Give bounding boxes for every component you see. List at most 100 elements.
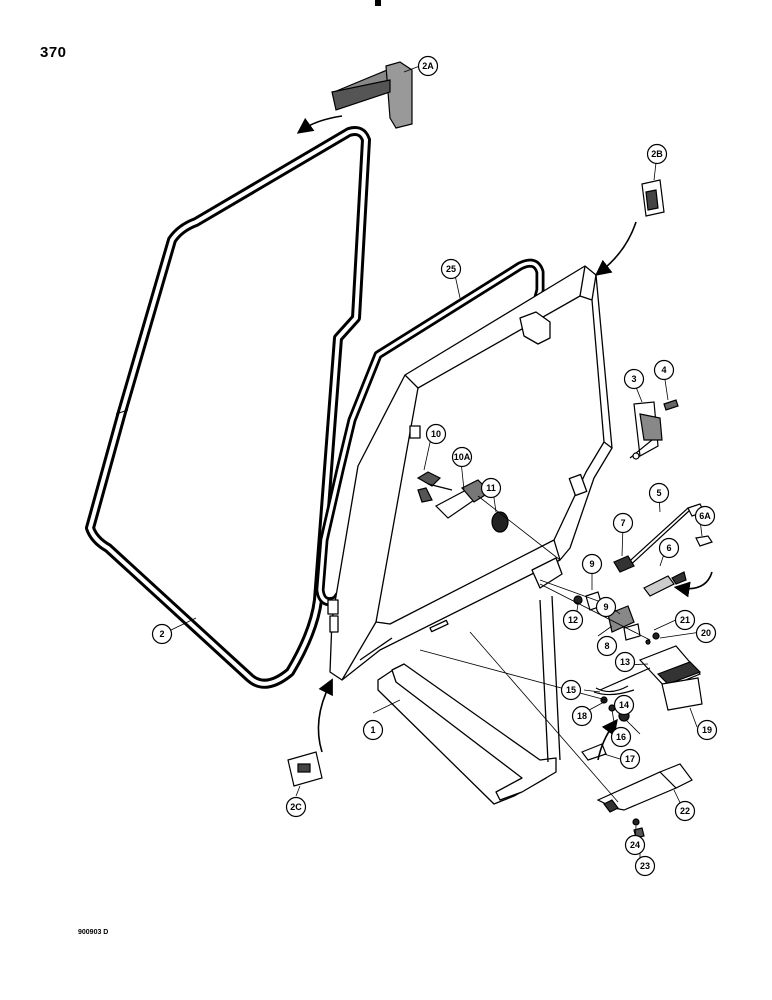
callout-19: 19 bbox=[696, 719, 718, 741]
callout-circle bbox=[596, 635, 618, 657]
callout-22: 22 bbox=[674, 800, 696, 822]
handle-plate-13 bbox=[595, 645, 703, 711]
callout-label: 13 bbox=[620, 657, 630, 667]
callout-23: 23 bbox=[634, 855, 656, 877]
callout-13: 13 bbox=[614, 651, 636, 673]
hinge-2b bbox=[641, 179, 665, 217]
callout-circle bbox=[694, 505, 716, 527]
callout-label: 1 bbox=[370, 725, 375, 735]
callout-circle bbox=[417, 55, 439, 77]
callout-circle bbox=[562, 609, 584, 631]
callout-label: 14 bbox=[619, 700, 629, 710]
page-number: 370 bbox=[40, 44, 67, 61]
callout-1: 1 bbox=[362, 719, 384, 741]
callout-6: 6 bbox=[658, 537, 680, 559]
callout-9: 9 bbox=[595, 596, 617, 618]
callout-circle bbox=[648, 482, 670, 504]
callout-circle bbox=[610, 726, 632, 748]
callout-circle bbox=[612, 512, 634, 534]
callout-8: 8 bbox=[596, 635, 618, 657]
catch-2c bbox=[287, 751, 323, 787]
callout-label: 2C bbox=[290, 802, 302, 812]
callout-label: 8 bbox=[604, 641, 609, 651]
callout-label: 24 bbox=[630, 840, 640, 850]
callout-circle bbox=[695, 622, 717, 644]
screw-4 bbox=[663, 399, 679, 411]
callout-circle bbox=[619, 748, 641, 770]
callout-label: 15 bbox=[566, 685, 576, 695]
callout-circle bbox=[658, 537, 680, 559]
callout-circle bbox=[425, 423, 447, 445]
callout-label: 10 bbox=[431, 429, 441, 439]
callout-2c: 2C bbox=[285, 796, 307, 818]
callout-circle bbox=[560, 679, 582, 701]
callout-label: 10A bbox=[454, 452, 471, 462]
callout-5: 5 bbox=[648, 482, 670, 504]
pull-handle-22 bbox=[596, 763, 693, 839]
callout-24: 24 bbox=[624, 834, 646, 856]
callout-label: 16 bbox=[616, 732, 626, 742]
callout-circle bbox=[634, 855, 656, 877]
callout-4: 4 bbox=[653, 359, 675, 381]
callout-circle bbox=[362, 719, 384, 741]
door-frame bbox=[327, 265, 613, 805]
callout-label: 9 bbox=[589, 559, 594, 569]
callout-2: 2 bbox=[151, 623, 173, 645]
callout-label: 21 bbox=[680, 615, 690, 625]
callout-circle bbox=[285, 796, 307, 818]
callout-label: 5 bbox=[656, 488, 661, 498]
callout-label: 6A bbox=[699, 511, 711, 521]
assembly-arrows bbox=[296, 115, 713, 761]
callout-circle bbox=[595, 596, 617, 618]
callout-label: 2 bbox=[159, 629, 164, 639]
callout-17: 17 bbox=[619, 748, 641, 770]
hinge-assembly-3 bbox=[629, 401, 663, 460]
callout-label: 3 bbox=[631, 374, 636, 384]
callout-2b: 2B bbox=[646, 143, 668, 165]
callout-label: 9 bbox=[603, 602, 608, 612]
callout-25: 25 bbox=[440, 258, 462, 280]
callout-7: 7 bbox=[612, 512, 634, 534]
callout-label: 17 bbox=[625, 754, 635, 764]
callout-label: 2A bbox=[422, 61, 434, 71]
callout-circle bbox=[440, 258, 462, 280]
callout-circle bbox=[614, 651, 636, 673]
callout-circle bbox=[451, 446, 473, 468]
callout-20: 20 bbox=[695, 622, 717, 644]
callout-label: 2B bbox=[651, 149, 663, 159]
callout-circle bbox=[623, 368, 645, 390]
callout-circle bbox=[653, 359, 675, 381]
callout-16: 16 bbox=[610, 726, 632, 748]
callout-circle bbox=[646, 143, 668, 165]
callout-14: 14 bbox=[613, 694, 635, 716]
callout-circle bbox=[480, 477, 502, 499]
callout-label: 7 bbox=[620, 518, 625, 528]
callout-label: 19 bbox=[702, 725, 712, 735]
callout-circle bbox=[696, 719, 718, 741]
callouts: 122A2B2C34566A78991010A11121314151617181… bbox=[151, 55, 718, 877]
callout-circle bbox=[571, 705, 593, 727]
callout-label: 6 bbox=[666, 543, 671, 553]
outer-door-seal bbox=[85, 126, 371, 689]
callout-12: 12 bbox=[562, 609, 584, 631]
latch-assembly-8 bbox=[573, 591, 660, 645]
callout-circle bbox=[613, 694, 635, 716]
callout-circle bbox=[624, 834, 646, 856]
callout-label: 23 bbox=[640, 861, 650, 871]
callout-3: 3 bbox=[623, 368, 645, 390]
callout-9: 9 bbox=[581, 553, 603, 575]
callout-6a: 6A bbox=[694, 505, 716, 527]
page-top-mark bbox=[375, 0, 381, 6]
callout-circle bbox=[674, 800, 696, 822]
callout-label: 22 bbox=[680, 806, 690, 816]
seal-corner-2a bbox=[331, 61, 413, 129]
callout-10: 10 bbox=[425, 423, 447, 445]
callout-label: 11 bbox=[486, 483, 496, 493]
figure-code: 900903 D bbox=[78, 929, 109, 936]
callout-label: 18 bbox=[577, 711, 587, 721]
callout-circle bbox=[674, 609, 696, 631]
callout-circle bbox=[151, 623, 173, 645]
callout-10a: 10A bbox=[451, 446, 473, 468]
callout-circle bbox=[581, 553, 603, 575]
